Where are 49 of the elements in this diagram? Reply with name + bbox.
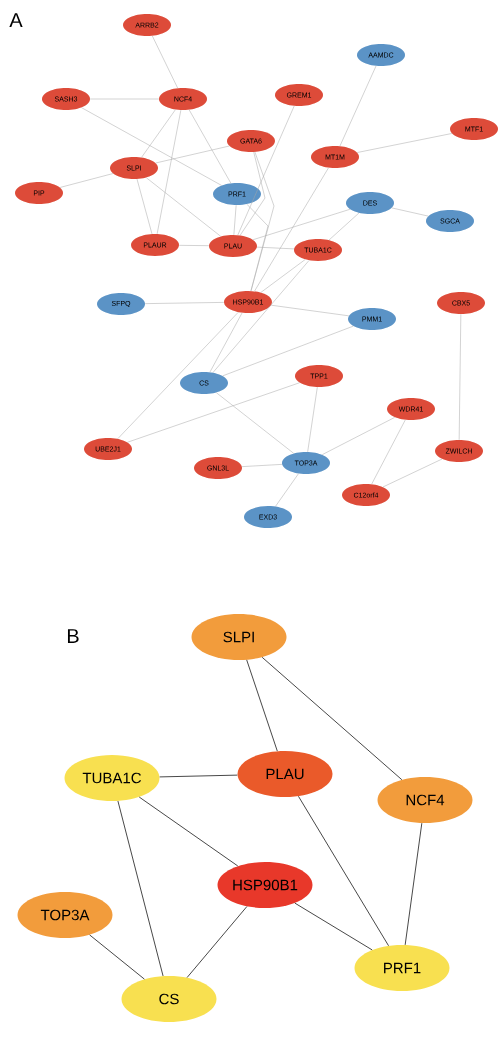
edge-line [237,105,295,236]
edge-line [297,795,390,947]
edge-line [59,173,114,188]
edge-line [270,304,350,317]
edge-line [81,107,222,186]
edge-line [254,167,329,292]
edge-line [307,386,318,453]
edge-line [155,145,230,164]
edge-line [152,35,178,89]
edge-line [339,65,377,147]
edge-line [222,325,354,377]
edge-line [127,382,300,443]
edge-line [209,312,243,373]
edge-line [239,151,266,236]
edge-line [186,906,248,978]
edge-line [294,902,373,951]
edge-line [141,109,176,158]
edge-line [252,209,351,240]
edge-line [371,419,406,485]
edge-line [144,302,225,304]
edge-line [117,800,164,977]
edge-line [458,313,462,441]
edge-line [188,109,232,184]
edge-line [404,822,423,946]
edge-line [246,659,278,752]
edge-line [261,656,403,781]
edge-line [356,133,453,153]
edge-line [178,245,210,246]
edge-line [328,212,360,241]
edge-line [382,458,443,488]
edge-line [138,796,239,867]
edge-line [159,774,238,778]
edge-line [233,204,237,236]
edge-line [136,178,153,235]
edge-line [117,312,239,439]
edge-line [391,207,429,217]
edge-line [156,109,182,235]
edge-line [212,260,310,373]
edge-line [275,473,299,507]
edge-line [89,934,145,980]
edge-line [321,417,396,455]
panel-label: A [9,13,23,27]
edge-line [241,464,283,467]
edge-line [256,246,295,250]
edge-line [216,392,294,454]
edge-line [246,204,269,292]
panel-label: B [68,629,79,643]
edge-line [260,259,306,293]
edge-line [146,177,221,237]
